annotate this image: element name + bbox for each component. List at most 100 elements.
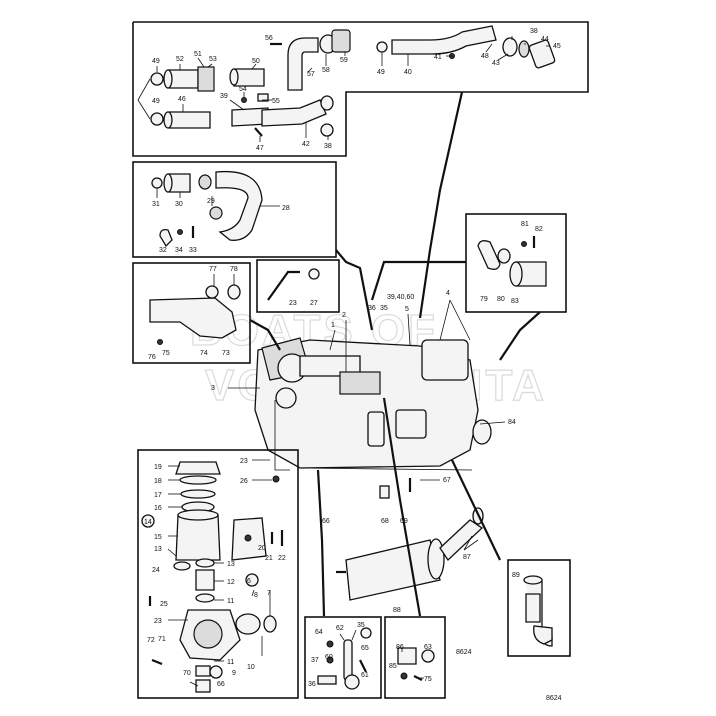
callout-55: 55	[272, 98, 280, 105]
callout-13: 13	[154, 546, 162, 553]
callout-35: 35	[380, 305, 388, 312]
callout-30: 30	[175, 201, 183, 208]
callout-19: 19	[154, 464, 162, 471]
callout-26: 26	[240, 478, 248, 485]
callout-7: 7	[267, 590, 271, 597]
callout-6: 6	[247, 578, 251, 585]
callout-74: 74	[200, 350, 208, 357]
callout-44: 44	[541, 36, 549, 43]
callout-72: 72	[147, 637, 155, 644]
callout-16: 16	[154, 505, 162, 512]
drawing-number: 8624	[546, 695, 562, 702]
callout-42: 42	[302, 141, 310, 148]
callout-79: 79	[480, 296, 488, 303]
callout-53: 53	[209, 56, 217, 63]
callout-18: 18	[154, 478, 162, 485]
callout-58: 58	[322, 67, 330, 74]
callout-51: 51	[194, 51, 202, 58]
callout-3: 3	[211, 385, 215, 392]
callout-14: 14	[144, 519, 152, 526]
callout-31: 31	[152, 201, 160, 208]
callout-86: 86	[396, 644, 404, 651]
callout-67: 67	[443, 477, 451, 484]
callout-39-40-60: 39,40,60	[387, 294, 414, 301]
callout-10: 10	[247, 664, 255, 671]
callout-29: 29	[207, 198, 215, 205]
callout-1: 1	[331, 322, 335, 329]
callout-5: 5	[405, 306, 409, 313]
callout-34: 34	[175, 247, 183, 254]
callout-12: 12	[227, 579, 235, 586]
muffler-assembly: 87 88	[316, 459, 501, 617]
callout-17: 17	[154, 492, 162, 499]
callout-38b: 38	[530, 28, 538, 35]
callout-75b: 75	[424, 676, 432, 683]
detail-box-clamp: 86 63 85 75	[382, 397, 446, 699]
callout-82: 82	[535, 226, 543, 233]
callout-32: 32	[159, 247, 167, 254]
callout-83: 83	[511, 298, 519, 305]
callout-70: 70	[183, 670, 191, 677]
detail-box-filter-pump: 19 18 17 16 14 15 13 13 24 12 6 25 11 8 …	[137, 449, 299, 699]
callout-64: 64	[315, 629, 323, 636]
callout-41: 41	[434, 54, 442, 61]
callout-21: 21	[265, 555, 273, 562]
callout-63: 63	[424, 644, 432, 651]
callout-52: 52	[176, 56, 184, 63]
callout-60: 60	[325, 654, 333, 661]
engine-assembly: 1 2 3 4 5 36 35 39,40,60 84 23 26 66 67 …	[211, 91, 541, 525]
callout-73: 73	[222, 350, 230, 357]
callout-4: 4	[446, 290, 450, 297]
callout-75: 75	[162, 350, 170, 357]
callout-71: 71	[158, 636, 166, 643]
callout-23c: 23	[154, 618, 162, 625]
callout-85: 85	[389, 663, 397, 670]
callout-59: 59	[340, 57, 348, 64]
callout-54: 54	[239, 86, 247, 93]
callout-76: 76	[148, 354, 156, 361]
detail-box-elbow: 23 27	[256, 259, 340, 313]
callout-56: 56	[265, 35, 273, 42]
callout-27: 27	[310, 300, 318, 307]
callout-28: 28	[282, 205, 290, 212]
callout-22: 22	[278, 555, 286, 562]
callout-25: 25	[160, 601, 168, 608]
callout-38: 38	[324, 143, 332, 150]
callout-35b: 35	[357, 622, 365, 629]
callout-13b: 13	[227, 561, 235, 568]
callout-49c: 49	[377, 69, 385, 76]
drawing-number-inline: 8624	[456, 649, 472, 656]
detail-box-flange-adapter: 81 82 79 80 83	[465, 213, 567, 313]
callout-49: 49	[152, 58, 160, 65]
detail-box-bracket: 64 62 35 65 37 60 61 36	[304, 616, 382, 699]
callout-88: 88	[393, 607, 401, 614]
callout-62: 62	[336, 625, 344, 632]
callout-61: 61	[361, 672, 369, 679]
callout-81: 81	[521, 221, 529, 228]
callout-9: 9	[232, 670, 236, 677]
callout-87: 87	[463, 554, 471, 561]
callout-66: 66	[322, 518, 330, 525]
callout-46: 46	[178, 96, 186, 103]
detail-box-hose: 31 30 29 28 32 34 33	[132, 161, 337, 258]
callout-23: 23	[289, 300, 297, 307]
callout-15: 15	[154, 534, 162, 541]
callout-39: 39	[220, 93, 228, 100]
callout-2: 2	[342, 312, 346, 319]
callout-49b: 49	[152, 98, 160, 105]
callout-45: 45	[553, 43, 561, 50]
detail-box-exhaust-elbow: 89	[507, 559, 571, 657]
callout-57: 57	[307, 71, 315, 78]
callout-40: 40	[404, 69, 412, 76]
callout-37: 37	[311, 657, 319, 664]
callout-89: 89	[512, 572, 520, 579]
callout-8: 8	[254, 592, 258, 599]
detail-box-exhaust-pipes: 49 52 51 53 50 49 46 39 54 55 47 42 38 5…	[132, 21, 589, 157]
callout-78: 78	[230, 266, 238, 273]
callout-23b: 23	[240, 458, 248, 465]
callout-33: 33	[189, 247, 197, 254]
detail-box-heat-shield: 77 78 76 75 74 73	[132, 262, 251, 364]
callout-65: 65	[361, 645, 369, 652]
callout-43: 43	[492, 60, 500, 67]
